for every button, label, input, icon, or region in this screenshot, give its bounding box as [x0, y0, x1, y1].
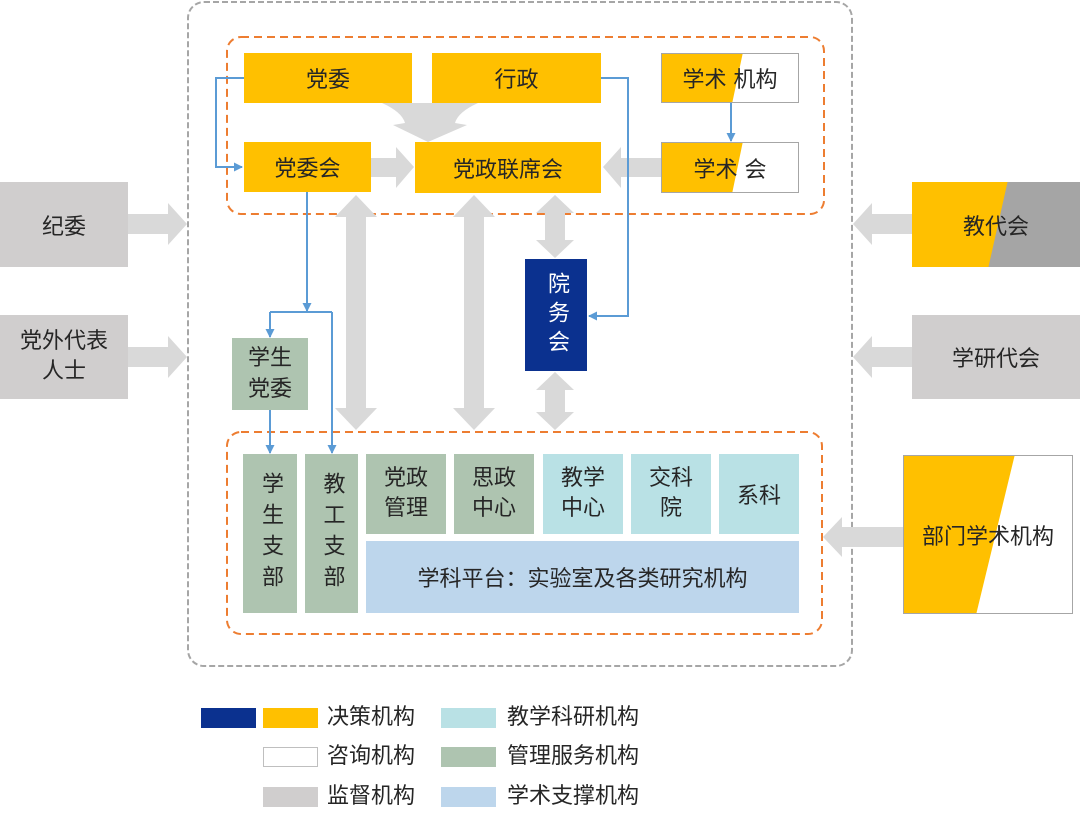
arrow-non-party-reps [128, 336, 187, 378]
legend-label-teaching-research: 教学科研机构 [507, 705, 640, 730]
legend-swatch-decision-yellow [263, 708, 318, 728]
academic-institution-label: 学术 机构 [682, 68, 778, 93]
arrow-dept-academic [823, 517, 903, 557]
party-admin-box: 党政管理 [366, 454, 446, 534]
arrow-academic-to-joint [603, 147, 661, 188]
legend-swatch-decision-navy [201, 708, 256, 728]
decision-fill [662, 54, 743, 102]
double-arrow-party-meeting-execution [335, 195, 377, 430]
arrow-party-meeting-to-joint [371, 147, 414, 188]
student-branch-box: 学生支部 [243, 454, 297, 613]
academic-institution-box: 学术 机构 [661, 53, 799, 103]
non-party-reps-box: 党外代表人士 [0, 315, 128, 399]
legend-swatch-supervision [263, 787, 318, 807]
decision-fill [662, 143, 743, 192]
decision-group-boundary [226, 36, 825, 215]
academic-committee-box: 学术 会 [661, 142, 799, 193]
joint-meeting-box: 党政联席会 [415, 142, 601, 193]
legend-label-academic-support: 学术支撑机构 [507, 784, 640, 809]
legend-swatch-academic-support [441, 787, 496, 807]
grad-congress-box: 学研代会 [912, 315, 1080, 399]
college-boundary [187, 1, 853, 667]
interdisciplinary-institute-label: 交科院 [649, 466, 694, 521]
ideology-center-label: 思政中心 [472, 466, 517, 521]
double-arrow-joint-council [536, 195, 574, 258]
interdisciplinary-institute-box: 交科院 [631, 454, 711, 534]
party-committee-box: 党委 [244, 53, 412, 103]
legend-swatch-teaching-research [441, 708, 496, 728]
grad-congress-label: 学研代会 [951, 347, 1040, 372]
teaching-center-box: 教学中心 [543, 454, 623, 534]
discipline-platform-label: 学科平台：实验室及各类研究机构 [417, 567, 748, 592]
discipline-commission-box: 纪委 [0, 182, 128, 267]
party-admin-label: 党政管理 [384, 466, 429, 521]
administration-label: 行政 [494, 68, 539, 93]
legend-swatch-advisory [263, 747, 318, 767]
legend-label-supervision: 监督机构 [327, 784, 416, 809]
departments-label: 系科 [736, 484, 781, 509]
discipline-platform-box: 学科平台：实验室及各类研究机构 [366, 541, 799, 613]
legend-label-advisory: 咨询机构 [327, 744, 416, 769]
arrow-grad-congress [853, 336, 912, 378]
staff-branch-label: 教工支部 [319, 471, 345, 596]
student-party-committee-box: 学生党委 [232, 338, 308, 410]
student-party-committee-label: 学生党委 [248, 346, 293, 402]
party-committee-label: 党委 [305, 68, 350, 93]
departments-box: 系科 [719, 454, 799, 534]
teaching-center-label: 教学中心 [561, 466, 606, 521]
double-arrow-joint-execution [453, 195, 495, 430]
discipline-commission-label: 纪委 [41, 214, 86, 240]
student-branch-label: 学生支部 [258, 471, 283, 596]
dept-academic-label: 部门学术机构 [921, 524, 1054, 550]
arrow-staff-congress [853, 203, 912, 245]
staff-branch-box: 教工支部 [305, 454, 358, 613]
dept-academic-box: 部门学术机构 [903, 455, 1073, 614]
college-council-label: 院务会 [544, 271, 569, 359]
legend-label-decision: 决策机构 [327, 705, 416, 730]
academic-committee-label: 学术 会 [693, 157, 767, 183]
execution-group-boundary [226, 431, 823, 635]
college-council-box: 院务会 [525, 259, 587, 371]
arrow-discipline-commission [128, 203, 187, 245]
legend-label-management-service: 管理服务机构 [507, 744, 640, 769]
administration-box: 行政 [432, 53, 601, 103]
non-party-reps-label: 党外代表人士 [20, 329, 109, 384]
merge-arrow [382, 103, 478, 142]
staff-congress-box: 教代会 [912, 182, 1080, 267]
joint-meeting-label: 党政联席会 [452, 157, 563, 183]
staff-congress-label: 教代会 [962, 214, 1029, 240]
party-committee-meeting-label: 党委会 [274, 157, 341, 182]
ideology-center-box: 思政中心 [454, 454, 534, 534]
double-arrow-council-execution [536, 372, 574, 430]
legend-swatch-management-service [441, 747, 496, 767]
party-committee-meeting-box: 党委会 [244, 142, 371, 192]
